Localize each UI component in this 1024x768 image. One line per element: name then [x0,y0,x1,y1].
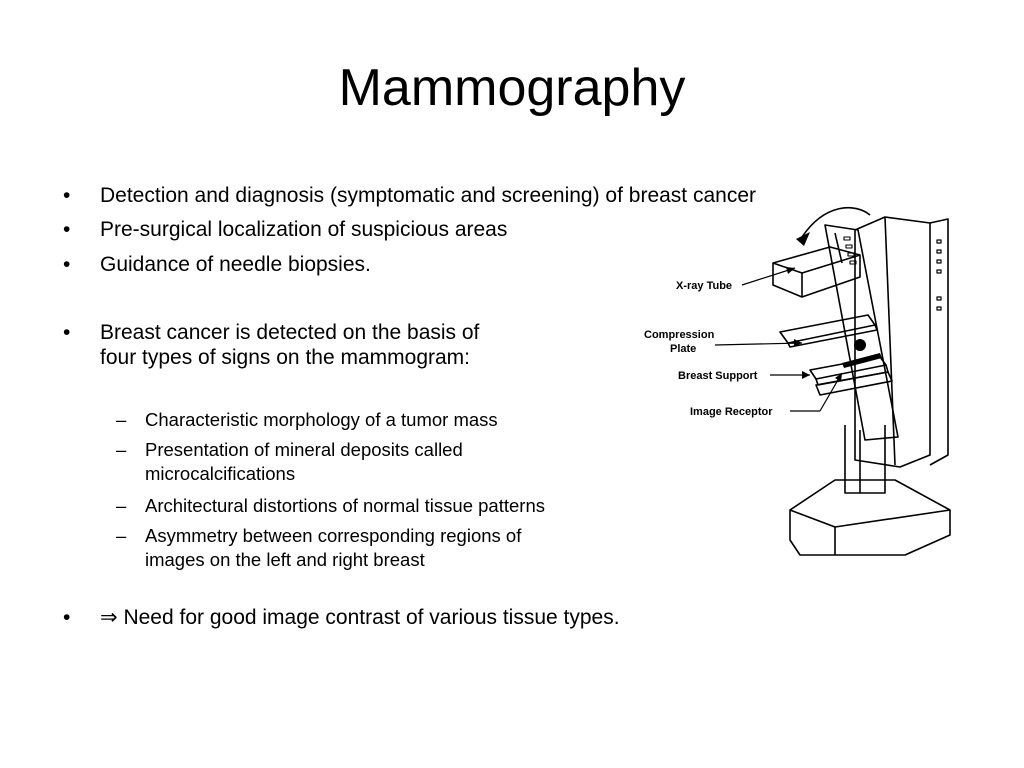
sub-bullet-marker: – [116,439,127,460]
pedestal [844,425,886,494]
sub-bullet-text-line1: Presentation of mineral deposits called [145,439,463,460]
bullet-marker: • [63,218,71,241]
label-xray-tube: X-ray Tube [676,280,732,292]
bullet-marker: • [63,606,71,629]
sub-bullet-text-line2: microcalcifications [145,463,296,484]
bullet-marker: • [63,253,71,276]
breast-phantom-dot [854,339,866,351]
sub-bullet-marker: – [116,409,127,430]
sub-bullet-text-line1: Asymmetry between corresponding regions … [145,525,522,546]
sub-bullet-text: Characteristic morphology of a tumor mas… [145,409,498,430]
slide-title: Mammography [338,59,686,117]
xray-tube-housing [772,246,861,298]
sub-bullet-text: Architectural distortions of normal tiss… [145,495,545,516]
sub-bullet-marker: – [116,525,127,546]
conclusion-text: Need for good image contrast of various … [123,606,620,629]
image-receptor [815,371,893,396]
bullet-text: Guidance of needle biopsies. [100,253,371,276]
sub-bullet-text-line2: images on the left and right breast [145,549,425,570]
implies-symbol: ⇒ [100,606,118,629]
bullet-marker: • [63,184,71,207]
label-image-receptor: Image Receptor [690,406,773,418]
c-arm [824,224,899,441]
label-compression-plate-line2: Plate [670,343,696,355]
label-breast-support: Breast Support [678,370,758,382]
label-compression-plate-line1: Compression [644,329,715,341]
breast-support [809,356,887,380]
base [789,479,951,556]
mammography-unit-diagram: X-ray Tube Compression Plate Breast Supp… [644,206,951,556]
bullet-text-line2: four types of signs on the mammogram: [100,346,470,369]
bullet-text: Pre-surgical localization of suspicious … [100,218,508,241]
bullet-text-line1: Breast cancer is detected on the basis o… [100,321,480,344]
bullet-text: ⇒ Need for good image contrast of variou… [100,606,620,630]
sub-bullet-marker: – [116,495,127,516]
bullet-text: Detection and diagnosis (symptomatic and… [100,184,757,207]
bullet-marker: • [63,321,71,344]
rotation-arrow [801,206,871,238]
main-column [854,216,931,468]
compression-plate [779,314,876,344]
